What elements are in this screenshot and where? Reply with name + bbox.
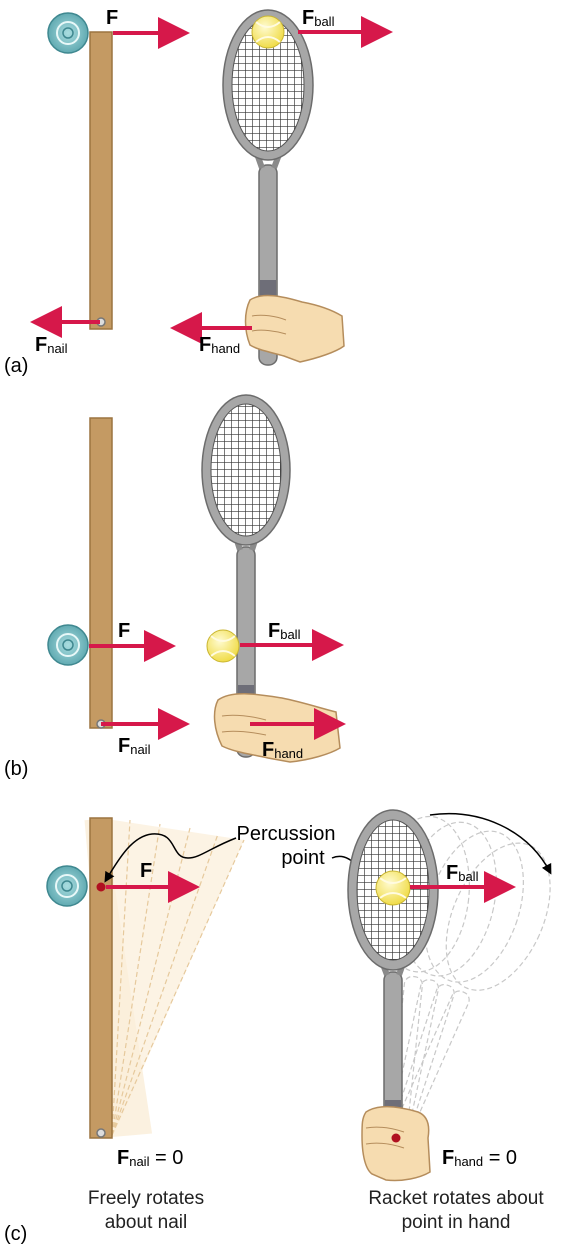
tennis-ball-c: [375, 870, 411, 906]
force-label-a-rod: F: [106, 7, 118, 29]
force-label-a-ball: Fball: [302, 7, 335, 29]
tennis-ball-b: [206, 629, 240, 663]
racket-a: [222, 9, 314, 366]
caption-right-line2: point in hand: [402, 1212, 511, 1233]
force-label-a-nail: Fnail: [35, 334, 68, 356]
percussion-label: Percussion: [237, 823, 336, 845]
rod-a: [89, 31, 113, 330]
panel-label-a: (a): [4, 355, 28, 377]
force-label-c-rod: F: [140, 860, 152, 882]
force-label-b-rod: F: [118, 620, 130, 642]
hand-b: [213, 692, 341, 763]
racket-strings-b: [210, 403, 282, 537]
rod-b: [89, 417, 113, 729]
force-label-c-ball: Fball: [446, 862, 479, 884]
caption-right-line1: Racket rotates about: [368, 1188, 544, 1209]
caption-left-line1: Freely rotates: [88, 1188, 204, 1209]
percussion-point-hand: [391, 1133, 401, 1143]
racket-b: [201, 394, 291, 758]
disk-a: [47, 12, 89, 54]
disk-b: [47, 624, 89, 666]
force-label-c-hand: Fhand = 0: [442, 1147, 517, 1169]
panel-label-c: (c): [4, 1223, 27, 1245]
force-label-b-nail: Fnail: [118, 735, 151, 757]
racket-rotation-arrow: [429, 813, 552, 875]
panel-c: F Percussion point Fball Fn: [4, 809, 552, 1245]
force-label-c-nail: Fnail = 0: [117, 1147, 183, 1169]
percussion-point-rod: [96, 882, 106, 892]
panel-label-b: (b): [4, 758, 28, 780]
panel-b: F Fnail Fball Fhand (b): [4, 394, 346, 780]
rod-c: [89, 817, 113, 1139]
disk-c: [46, 865, 88, 907]
tennis-ball-a: [251, 15, 285, 49]
percussion-label-line2: point: [281, 847, 325, 869]
percussion-pointer-rod: [104, 833, 237, 883]
nail-pivot-c: [96, 1128, 106, 1138]
force-label-b-ball: Fball: [268, 620, 301, 642]
panel-a: F Fnail Fball Fhand (a): [4, 7, 393, 377]
force-label-a-hand: Fhand: [199, 334, 240, 356]
caption-left-line2: about nail: [105, 1212, 187, 1233]
force-label-b-hand: Fhand: [262, 739, 303, 761]
hand-a: [244, 294, 345, 363]
hand-c: [361, 1106, 431, 1182]
